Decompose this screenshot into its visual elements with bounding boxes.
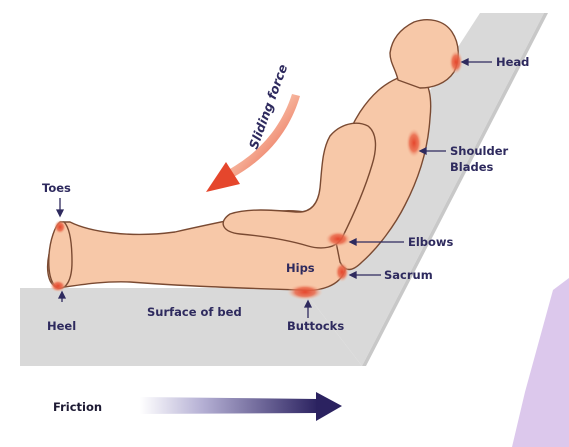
pressure-point-buttocks bbox=[287, 284, 323, 300]
friction-arrow bbox=[140, 392, 342, 421]
pressure-point-toes bbox=[54, 220, 66, 234]
label-buttocks: Buttocks bbox=[287, 319, 344, 333]
pressure-point-shoulder-blades bbox=[406, 128, 422, 158]
pressure-point-elbows bbox=[325, 231, 351, 247]
label-head: Head bbox=[496, 55, 529, 69]
surface-of-bed-label: Surface of bed bbox=[147, 305, 242, 319]
friction-arrow-shaft bbox=[140, 397, 318, 414]
head bbox=[390, 20, 458, 88]
label-toes: Toes bbox=[42, 181, 71, 195]
label-heel: Heel bbox=[47, 319, 76, 333]
label-shoulder-blades-line1: Shoulder bbox=[450, 144, 509, 158]
label-hips: Hips bbox=[286, 261, 315, 275]
pressure-point-sacrum bbox=[335, 262, 349, 282]
label-sacrum: Sacrum bbox=[384, 268, 433, 282]
friction-arrow-head bbox=[316, 392, 342, 421]
lavender-accent-shape bbox=[512, 278, 569, 447]
friction-label: Friction bbox=[53, 400, 102, 414]
pressure-point-heel bbox=[50, 280, 66, 292]
label-shoulder-blades-line2: Blades bbox=[450, 160, 493, 174]
label-elbows: Elbows bbox=[408, 235, 454, 249]
